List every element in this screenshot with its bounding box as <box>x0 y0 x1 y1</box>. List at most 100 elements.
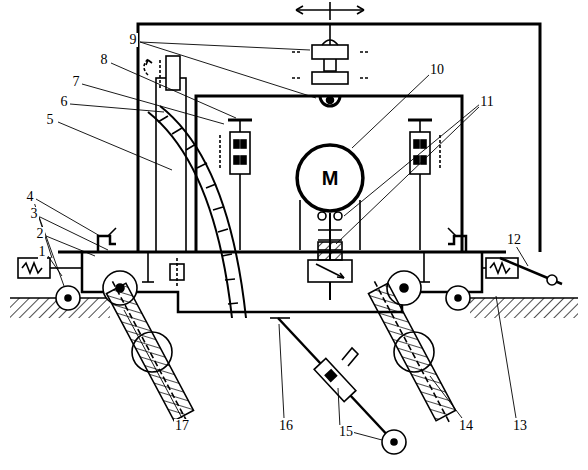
machine-outline-part <box>98 236 466 252</box>
machine-outline-part <box>142 281 154 283</box>
leader-lines <box>34 42 528 440</box>
machine-outline-part <box>316 264 344 278</box>
machine-outline-part <box>394 332 434 372</box>
machine-outline-part <box>278 318 392 440</box>
machine-outline-part <box>414 140 419 148</box>
callout-number: 9 <box>129 33 138 47</box>
machine-outline-part <box>382 430 406 454</box>
leader-lines-part <box>36 199 100 236</box>
machine-outline-part <box>500 258 562 284</box>
machine-outline-part <box>166 56 180 90</box>
machine-outline-part <box>368 283 455 420</box>
machine-outline-part <box>132 332 172 372</box>
callout-number: 17 <box>174 419 190 433</box>
machine-outline-part <box>312 45 348 59</box>
machine-outline-part <box>58 251 506 254</box>
callout-number: 8 <box>100 53 109 67</box>
machine-outline-part <box>421 140 426 148</box>
machine-outline-part <box>82 252 482 312</box>
machine-outline-part <box>138 24 540 252</box>
machine-outline <box>10 2 578 454</box>
leader-lines-part <box>38 214 64 286</box>
motor-circle: M <box>295 143 365 213</box>
machine-outline-part <box>365 276 460 428</box>
machine-outline-part <box>547 275 557 285</box>
leader-lines-part <box>344 104 480 216</box>
machine-outline-part <box>470 298 578 318</box>
machine-outline-part <box>146 60 152 65</box>
machine-outline-part <box>22 263 42 273</box>
machine-outline-part <box>230 132 250 174</box>
machine-outline-part <box>329 24 331 45</box>
callout-number: 7 <box>72 75 81 89</box>
leader-lines-part <box>338 388 340 428</box>
machine-outline-part <box>400 284 408 292</box>
machine-outline-part <box>329 2 331 20</box>
machine-outline-part <box>18 258 50 278</box>
machine-outline-part <box>290 52 370 78</box>
machine-outline-part <box>324 59 336 71</box>
machine-outline-part <box>170 264 184 280</box>
machine-outline-part <box>327 97 334 104</box>
machine-outline-part <box>106 283 193 420</box>
machine-outline-part <box>103 276 198 428</box>
callout-number: 12 <box>506 233 522 247</box>
machine-outline-part <box>147 252 149 282</box>
machine-outline-part <box>176 258 178 286</box>
machine-outline-part <box>325 370 336 381</box>
leader-lines-part <box>352 432 382 440</box>
machine-outline-part <box>419 174 421 250</box>
callout-number: 2 <box>36 227 45 241</box>
node-text: M <box>322 167 339 190</box>
leader-lines-part <box>70 104 164 112</box>
machine-outline-part <box>112 281 187 422</box>
machine-outline-part <box>65 295 71 301</box>
leader-lines-part <box>352 74 430 148</box>
machine-outline-part <box>108 228 456 236</box>
machine-outline-part <box>408 120 440 250</box>
machine-outline-part <box>490 263 510 273</box>
machine-outline-part <box>160 106 246 318</box>
machine-outline-part <box>423 252 425 282</box>
machine-outline-part <box>148 112 232 318</box>
leader-lines-part <box>124 310 182 418</box>
leader-lines-part <box>82 84 224 124</box>
leader-lines-part <box>279 324 284 418</box>
machine-outline-part <box>308 260 352 282</box>
node-text-holder: M <box>295 143 365 213</box>
machine-outline-part <box>482 267 486 269</box>
machine-outline-part <box>322 40 338 45</box>
machine-outline-part <box>318 242 342 250</box>
callout-number: 10 <box>429 63 445 77</box>
machine-outline-part <box>270 317 290 319</box>
leader-lines-part <box>111 63 236 118</box>
machine-outline-part <box>455 295 461 301</box>
machine-outline-part <box>486 258 518 278</box>
callout-number: 16 <box>278 419 294 433</box>
callout-number: 3 <box>30 207 39 221</box>
circle-shape <box>297 145 363 211</box>
machine-outline-part <box>337 273 344 278</box>
callout-number: 1 <box>38 245 47 259</box>
callout-number: 14 <box>458 419 474 433</box>
machine-outline-part <box>241 140 246 148</box>
callout-number: 15 <box>338 425 354 439</box>
machine-outline-part <box>320 96 340 106</box>
leader-lines-part <box>516 246 528 266</box>
machine-outline-part <box>312 72 348 84</box>
leader-lines-part <box>40 217 108 250</box>
machine-outline-part <box>439 135 441 170</box>
machine-outline-part <box>374 281 449 422</box>
leader-lines-part <box>430 376 462 418</box>
machine-outline-part <box>470 297 578 299</box>
machine-outline-part <box>342 348 358 366</box>
machine-outline-part <box>446 286 470 310</box>
machine-outline-part <box>391 439 397 445</box>
leader-lines-part <box>140 42 316 98</box>
machine-outline-part <box>318 230 342 240</box>
callout-number: 6 <box>60 95 69 109</box>
machine-outline-part <box>234 156 239 164</box>
machine-outline-part <box>159 60 161 88</box>
